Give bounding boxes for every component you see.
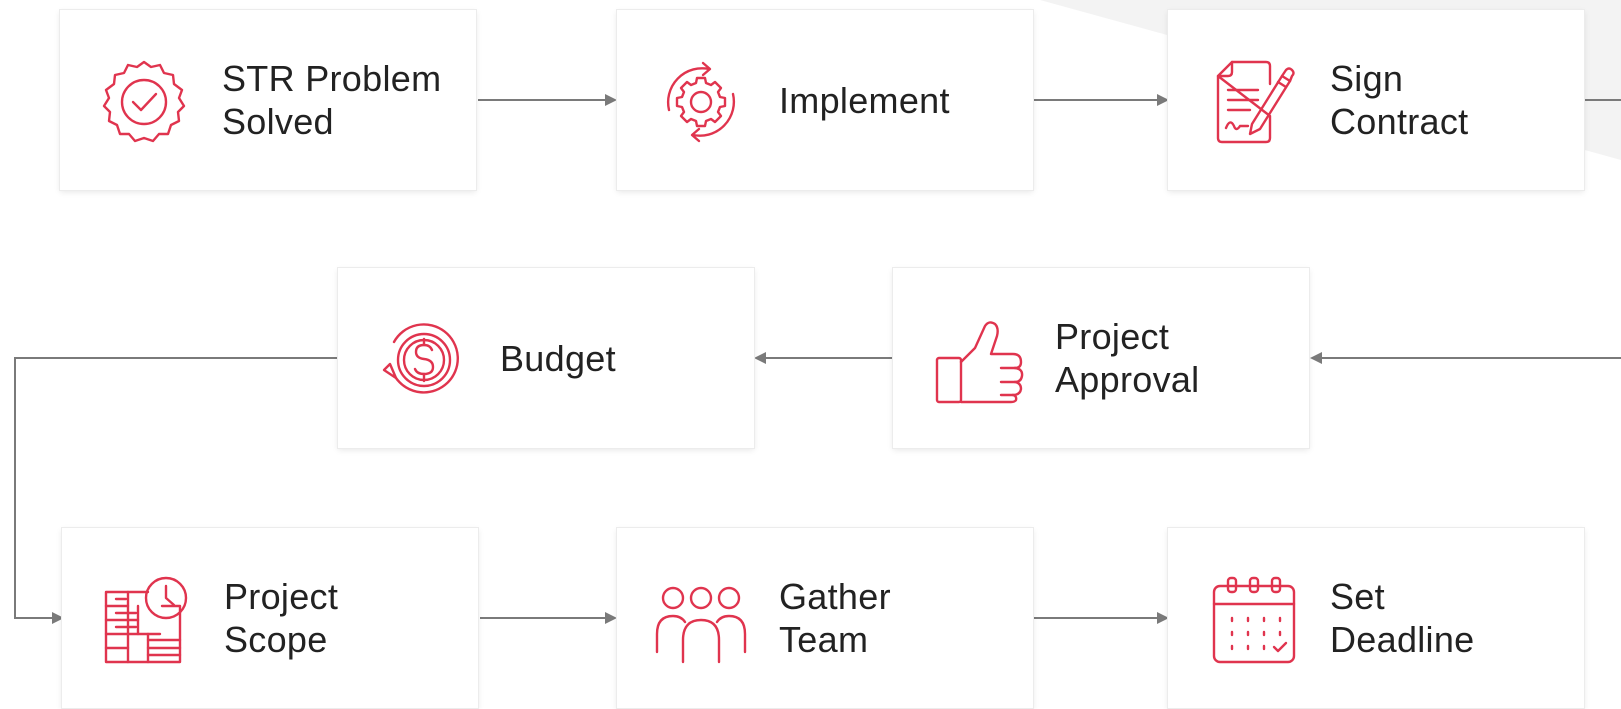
step-card-implement: Implement [617, 10, 1033, 190]
step-card-project-scope: Project Scope [62, 528, 478, 708]
gear-refresh-icon [653, 54, 749, 150]
badge-check-icon [96, 54, 192, 150]
step-card-str-problem-solved: STR Problem Solved [60, 10, 476, 190]
team-icon [653, 572, 749, 668]
step-label: Budget [500, 337, 616, 379]
step-card-set-deadline: Set Deadline [1168, 528, 1584, 708]
step-label: Sign Contract [1330, 58, 1469, 142]
step-label: Project Scope [224, 576, 339, 660]
step-card-sign-contract: Sign Contract [1168, 10, 1584, 190]
scope-plan-icon [98, 572, 194, 668]
calendar-icon [1204, 572, 1300, 668]
step-label: Set Deadline [1330, 576, 1475, 660]
dollar-cycle-icon [374, 312, 470, 408]
step-card-budget: Budget [338, 268, 754, 448]
step-card-gather-team: Gather Team [617, 528, 1033, 708]
contract-pen-icon [1204, 54, 1300, 150]
thumbs-up-icon [929, 312, 1025, 408]
step-label: Implement [779, 79, 950, 121]
step-label: Gather Team [779, 576, 891, 660]
arrow-budget-to-scope [14, 357, 338, 624]
step-label: STR Problem Solved [222, 58, 442, 142]
step-card-project-approval: Project Approval [893, 268, 1309, 448]
step-label: Project Approval [1055, 316, 1200, 400]
